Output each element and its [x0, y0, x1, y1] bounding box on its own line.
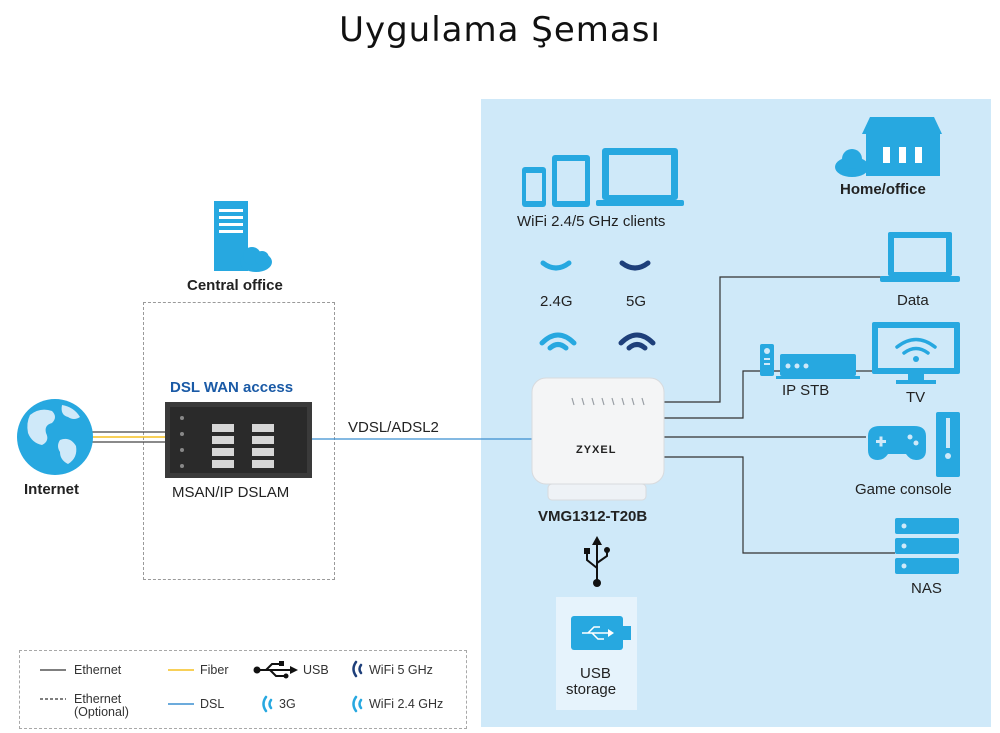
wifi-clients-label: WiFi 2.4/5 GHz clients: [517, 213, 666, 230]
msan-rack-icon: [165, 402, 312, 478]
band-24-label: 2.4G: [540, 293, 573, 310]
server-cloud-icon: [214, 201, 272, 272]
globe-icon: [17, 399, 93, 475]
wifi-24-icon: [540, 260, 572, 271]
legend-symbols: [40, 660, 363, 713]
legend-dsl: DSL: [200, 697, 225, 711]
ethernet-links: [664, 276, 895, 554]
wifi-24-signal-icon: [539, 332, 577, 351]
legend-ethernet-optional-2: (Optional): [74, 705, 129, 719]
nas-icon: [895, 518, 959, 574]
page-title: Uygulama Şeması: [339, 10, 661, 50]
device-data-label: Data: [897, 292, 929, 309]
building-cloud-icon: [835, 117, 942, 177]
router-brand: ZYXEL: [576, 444, 617, 456]
router-model-label: VMG1312-T20B: [538, 508, 648, 525]
dsl-link-label: VDSL/ADSL2: [348, 419, 439, 436]
internet-label: Internet: [24, 481, 80, 498]
band-5-label: 5G: [626, 293, 647, 310]
device-nas-label: NAS: [911, 580, 942, 597]
game-controller-icon: [868, 412, 960, 477]
legend-usb: USB: [303, 663, 329, 677]
internet-links: [92, 431, 165, 443]
legend-3g: 3G: [279, 697, 296, 711]
central-office-box: [143, 302, 335, 580]
router-icon: [531, 377, 665, 501]
device-stb-label: IP STB: [782, 382, 830, 399]
legend-wifi5: WiFi 5 GHz: [369, 663, 433, 677]
central-office-label: Central office: [187, 277, 283, 294]
dsl-wan-label: DSL WAN access: [170, 379, 294, 396]
wifi-5-icon: [619, 260, 651, 271]
device-game-label: Game console: [855, 481, 952, 498]
stb-icon: [760, 344, 860, 379]
tv-icon: [872, 322, 960, 384]
home-office-label: Home/office: [840, 181, 926, 198]
legend-fiber: Fiber: [200, 663, 229, 677]
wifi-clients-icon: [522, 148, 684, 207]
legend-wifi24: WiFi 2.4 GHz: [369, 697, 444, 711]
usb-storage-icon: [556, 597, 637, 710]
usb-storage-label-2: storage: [566, 681, 617, 698]
msan-label: MSAN/IP DSLAM: [172, 484, 290, 501]
legend-ethernet-optional-1: Ethernet: [74, 692, 122, 706]
wifi-5-signal-icon: [618, 332, 656, 351]
legend-box: [19, 650, 467, 729]
device-tv-label: TV: [906, 389, 926, 406]
usb-storage-label-1: USB: [580, 665, 611, 682]
legend-ethernet: Ethernet: [74, 663, 122, 677]
laptop-icon: [880, 232, 960, 282]
usb-symbol-icon: [584, 536, 610, 587]
